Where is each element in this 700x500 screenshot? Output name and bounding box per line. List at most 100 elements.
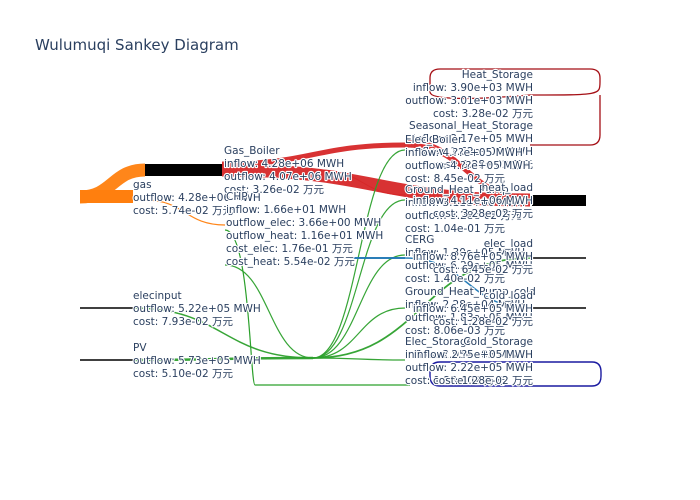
- node-stat: outflow_heat: 1.16e+01 MWH: [226, 230, 383, 242]
- node-name: CHP: [226, 191, 248, 203]
- node-stat: inflow: 2.17e+05 MWH: [413, 133, 533, 145]
- node-name: elec_load: [484, 238, 533, 250]
- link-elec-boiler-to-heat-load: [404, 139, 531, 201]
- node-stat: cost: 6.45e-02 万元: [433, 264, 533, 276]
- node-stat: cost: 3.28e-02 万元: [433, 108, 533, 120]
- node-stat: inflow: 4.??e+05 MWH: [405, 147, 523, 159]
- node-stat: outflow: 2.22e+05 MWH: [405, 362, 533, 374]
- node-stat: inflow: 4.11e+06 MWH: [413, 195, 533, 207]
- link-cold-storage-loop: [429, 361, 602, 387]
- node-stat: cost: 1.28e-02 万元: [433, 375, 533, 387]
- node-stat: cost: 3.28e-02 万元: [433, 159, 533, 171]
- link-hub-to-elec-boiler: [312, 149, 406, 359]
- node-stat: cost: 8.06e-03 万元: [405, 325, 505, 337]
- node-stat: cost: 5.10e-02 万元: [133, 368, 233, 380]
- node-stat: inflow: 3.11e+06 MWH: [405, 197, 525, 209]
- link-seasonal-storage-to-heat-load: [404, 142, 531, 201]
- node-gas-boiler: [145, 164, 222, 176]
- node-stat: outflow: 4.28e+06 MWH: [133, 192, 261, 204]
- node-stat: cost: 1.40e-02 万元: [405, 273, 505, 285]
- link-gas-boiler-to-heat-load: [221, 163, 531, 207]
- node-stat: cost: 3.26e-02 万元: [224, 184, 324, 196]
- node-stat: inflow: 1.30e+05 MWH: [405, 247, 525, 259]
- chart-title: Wulumuqi Sankey Diagram: [35, 36, 239, 54]
- node-name: Elec_Storage: [405, 336, 473, 348]
- link-hub-to-cerg: [312, 254, 406, 359]
- node-stat: outflow: 4.??e+05 MWH: [405, 160, 531, 172]
- node-stat: inflow: 2.?5e+05 MWH: [414, 349, 533, 361]
- node-stat: cost: 1.28e-02 万元: [405, 375, 505, 387]
- node-stat: inflow: 6.45e+05 MWH: [413, 303, 533, 315]
- node-stat: cost_elec: 1.76e-01 万元: [226, 243, 353, 255]
- node-stat: outflow: 5.22e+05 MWH: [133, 303, 261, 315]
- node-stat: inflow: 4.28e+06 MWH: [224, 158, 344, 170]
- node-stat: outflow_elec: 3.66e+00 MWH: [226, 217, 381, 229]
- node-stat: outflow: 4.07e+06 MWH: [224, 171, 352, 183]
- node-name: CERG: [405, 234, 434, 246]
- link-heat-storage-loop: [429, 68, 601, 100]
- link-chp-elec-to-hub: [224, 264, 314, 359]
- node-stat: inflow: 2.95e+05 MWH: [405, 349, 525, 361]
- node-stat: outflow: 6.29e+05 MWH: [405, 260, 533, 272]
- node-stat: cost: 5.74e-02 万元: [133, 205, 233, 217]
- node-stat: outflow: 5.73e+05 MWH: [133, 355, 261, 367]
- node-stat: cost: 7.93e-02 万元: [133, 316, 233, 328]
- node-stat: cost: 1.04e-01 万元: [405, 223, 505, 235]
- node-name: Ground_Heat_Pump_cold: [405, 286, 536, 298]
- node-name: Cold_Storage: [463, 336, 533, 348]
- link-pv-to-hub: [132, 356, 314, 362]
- node-gas: [80, 190, 133, 203]
- node-stat: cost: 3.28e-02 万元: [433, 208, 533, 220]
- sankey-nodes: [80, 164, 586, 309]
- link-cerg-to-cold-load: [404, 257, 531, 309]
- link-elec-storage-loop: [224, 229, 410, 386]
- node-name: Gas_Boiler: [224, 145, 280, 157]
- link-gas-boiler-to-seasonal-storage: [221, 142, 406, 167]
- node-stat: inflow: 3.90e+03 MWH: [413, 82, 533, 94]
- link-heat-storage-return: [530, 95, 601, 146]
- node-name: Seasonal_Heat_Storage: [409, 120, 533, 132]
- node-stat: inflow: 8.76e+05 MWH: [413, 251, 533, 263]
- node-stat: inflow: 1.66e+01 MWH: [226, 204, 346, 216]
- node-name: cold_load: [484, 290, 533, 302]
- link-chp-heat: [319, 169, 406, 196]
- link-hub-to-elec-load: [312, 257, 531, 359]
- sankey-links: [79, 68, 602, 387]
- node-stat: outflow: 1.62e+05 MWH: [405, 146, 533, 158]
- node-name: gas: [133, 179, 152, 191]
- node-name: Heat_Storage: [462, 69, 533, 81]
- node-stat: outflow: 3.28e-02 万元: [405, 210, 522, 222]
- node-stat: outflow: 2.22e+05 MWH: [405, 362, 533, 374]
- link-hub-to-ground-heat-pump: [312, 199, 406, 359]
- link-hub-to-ground-heat-pump-cold: [312, 307, 406, 359]
- node-stat: cost_heat: 5.54e-02 万元: [226, 256, 355, 268]
- node-stat: outflow: 1.83e+05 MWH: [405, 312, 533, 324]
- node-name: PV: [133, 342, 147, 354]
- node-stat: cost: 8.45e-02 万元: [405, 173, 505, 185]
- node-stat: inflow: 2.28e+04 MWH: [405, 299, 525, 311]
- node-heat-load: [532, 195, 586, 206]
- node-name: Elec_Boiler: [405, 134, 463, 146]
- link-elecinput-to-hub: [132, 307, 314, 359]
- node-stat: cost: 1.28e-02 万元: [433, 316, 533, 328]
- node-stat: outflow: 3.01e+03 MWH: [405, 95, 533, 107]
- link-gas-to-chp: [144, 199, 226, 226]
- node-name: Ground_Heat_Pump: [405, 184, 509, 196]
